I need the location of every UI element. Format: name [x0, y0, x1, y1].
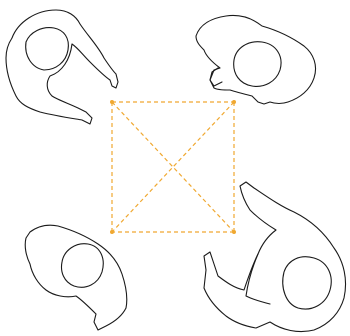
person-top-left-body [6, 10, 118, 124]
person-bottom-right-arm [246, 254, 270, 304]
person-top-right-body [196, 15, 316, 104]
person-top-left [6, 10, 118, 124]
person-bottom-right-head [283, 257, 331, 309]
person-bottom-left-head [62, 244, 104, 288]
person-bottom-left [25, 225, 127, 330]
node-person-bottom-right [232, 230, 236, 234]
person-bottom-left-body [25, 225, 127, 330]
node-person-bottom-left [110, 230, 114, 234]
person-bottom-right-body [204, 182, 346, 332]
person-top-right-hand [210, 68, 222, 86]
person-top-left-head [26, 28, 69, 70]
person-top-right [196, 15, 316, 104]
node-person-top-right [232, 100, 236, 104]
person-bottom-right [204, 182, 346, 332]
connection-lines [112, 102, 234, 232]
connection-person-top-left-to-person-bottom-right [112, 102, 234, 232]
node-person-top-left [110, 100, 114, 104]
person-top-right-head [234, 42, 281, 87]
connection-person-top-right-to-person-bottom-left [112, 102, 234, 232]
